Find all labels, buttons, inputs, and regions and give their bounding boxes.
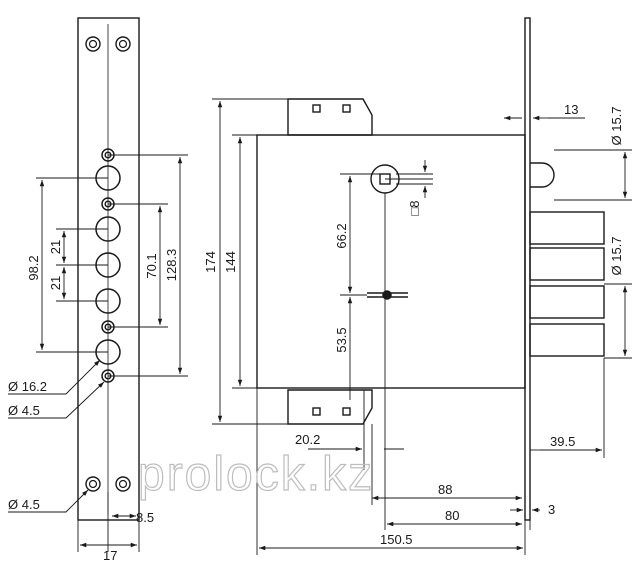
label-98-2: 98.2 (26, 255, 41, 280)
mounting-lug-top (287, 98, 373, 136)
label-3: 3 (548, 502, 555, 517)
label-174: 174 (203, 251, 218, 273)
label-20-2: 20.2 (295, 432, 320, 447)
label-88: 88 (438, 482, 452, 497)
keyhole-cylinder-cam (367, 290, 408, 300)
screw-top-left (85, 36, 101, 52)
label-39-5: 39.5 (550, 434, 575, 449)
lug-top-hole-2 (342, 104, 351, 113)
label-70-1: 70.1 (144, 253, 159, 278)
body-dimensions (212, 98, 632, 555)
lug-bottom-hole-2 (342, 407, 351, 416)
latch-bolt (530, 162, 555, 188)
label-8-5: 8.5 (136, 510, 154, 525)
screw-bottom-right (115, 476, 131, 492)
mounting-lug-bottom (287, 389, 373, 425)
faceplate-outline (77, 17, 140, 521)
body-labels: 174 144 66.2 53.5 □8 20.2 88 80 150.5 3 … (203, 102, 624, 547)
label-17: 17 (103, 548, 117, 563)
label-13: 13 (564, 102, 578, 117)
label-80: 80 (445, 508, 459, 523)
label-dia-15-7-b: Ø 15.7 (609, 236, 624, 275)
label-dia-16-2: Ø 16.2 (8, 379, 47, 394)
faceplate-screws (85, 36, 131, 492)
label-66-2: 66.2 (334, 223, 349, 248)
screw-top-right (115, 36, 131, 52)
dead-bolt-4 (529, 323, 605, 357)
dead-bolt-3 (529, 285, 605, 319)
faceplate-dimensions (8, 154, 188, 552)
faceplate-labels: 98.2 21 21 70.1 128.3 Ø 16.2 Ø 4.5 Ø 4.5… (8, 240, 179, 563)
label-dia-4-5-a: Ø 4.5 (8, 403, 40, 418)
label-square-8: □8 (407, 200, 422, 215)
label-21-a: 21 (48, 240, 63, 254)
lock-front-plate (524, 17, 531, 521)
lock-case (256, 134, 526, 389)
label-150-5: 150.5 (380, 532, 413, 547)
label-dia-4-5-b: Ø 4.5 (8, 497, 40, 512)
faceplate (77, 17, 140, 521)
lock-body (256, 17, 605, 521)
watermark-text: prolock.kz (138, 448, 374, 501)
label-53-5: 53.5 (334, 327, 349, 352)
lug-bottom-hole (312, 407, 321, 416)
label-dia-15-7-a: Ø 15.7 (609, 106, 624, 145)
label-144: 144 (223, 251, 238, 273)
dead-bolt-1 (529, 211, 605, 245)
screw-bottom-left (85, 476, 101, 492)
label-21-b: 21 (48, 276, 63, 290)
lug-top-hole (312, 104, 321, 113)
dead-bolt-2 (529, 247, 605, 281)
label-128-3: 128.3 (164, 249, 179, 282)
